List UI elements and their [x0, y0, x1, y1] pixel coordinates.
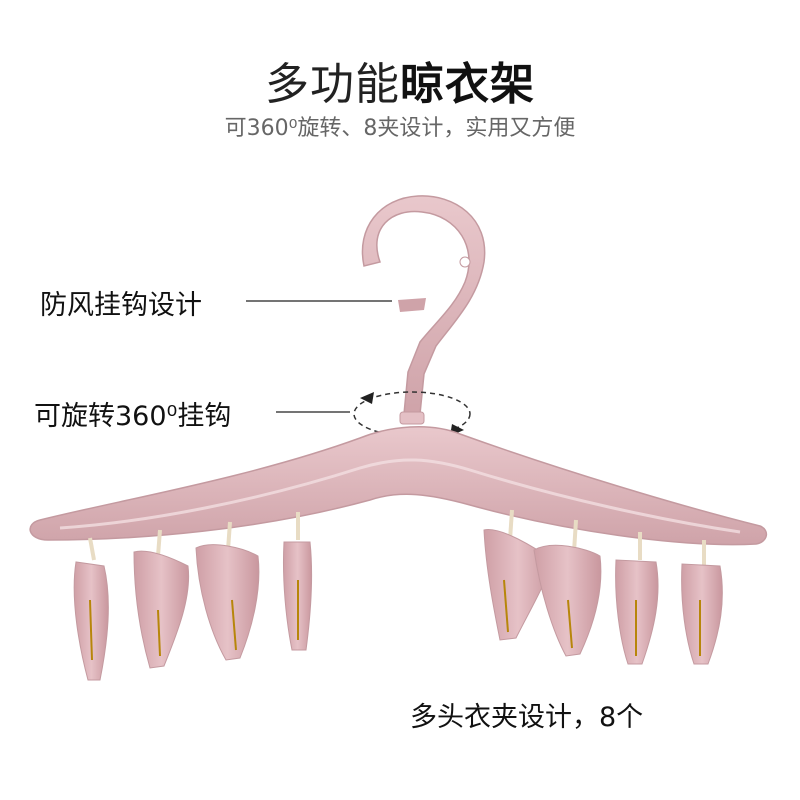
hanger-body	[29, 426, 768, 546]
clip-6	[533, 544, 602, 657]
title-strong: 晾衣架	[400, 59, 535, 110]
page-subtitle: 可360⁰旋转、8夹设计，实用又方便	[224, 116, 576, 141]
page-title: 多功能晾衣架	[0, 48, 800, 112]
callout-rotate-hook: 可旋转360⁰挂钩	[34, 401, 232, 432]
windproof-latch	[398, 298, 426, 312]
callout-windproof-hook: 防风挂钩设计	[40, 290, 202, 321]
title-prefix: 多功能	[265, 59, 400, 110]
hook-hole-icon	[459, 256, 471, 268]
rotate-arrow-icon	[360, 392, 374, 404]
clip-8	[681, 563, 723, 665]
clip-3	[195, 544, 260, 661]
clips	[73, 529, 723, 681]
clip-7	[615, 559, 659, 665]
hook	[361, 195, 486, 415]
callout-clips: 多头衣夹设计，8个	[410, 702, 644, 733]
clip-1	[73, 561, 109, 681]
clip-2	[133, 550, 190, 669]
clip-4	[282, 541, 313, 651]
